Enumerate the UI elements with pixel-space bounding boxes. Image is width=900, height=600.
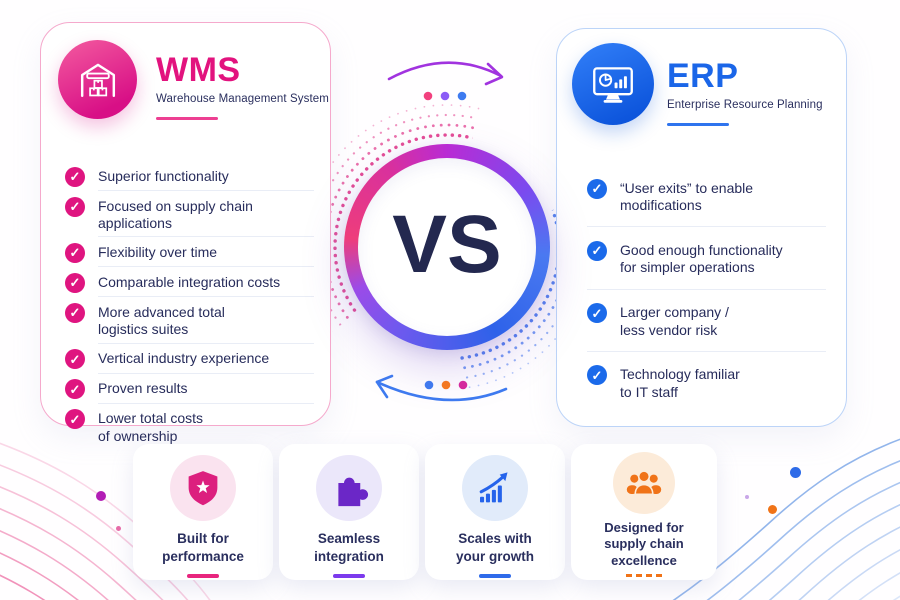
check-icon: ✓	[65, 379, 85, 399]
feature-label: Designed for supply chain excellence	[604, 520, 684, 568]
erp-title: ERP	[667, 57, 739, 95]
feature-label: Scales with your growth	[456, 531, 534, 564]
wms-item-text: Proven results	[98, 380, 188, 396]
vs-gradient-ring: VS	[344, 144, 550, 350]
blue-accent-dot	[790, 467, 801, 478]
purple-accent-dot	[96, 491, 106, 501]
warehouse-icon	[58, 40, 137, 119]
check-icon: ✓	[65, 242, 85, 263]
check-icon: ✓	[65, 166, 85, 187]
feature-card-performance: Built for performance	[133, 444, 273, 580]
feature-card-growth: Scales with your growth	[425, 444, 565, 580]
wms-item-text: Flexibility over time	[98, 243, 218, 260]
wms-list-item: ✓ Focused on supply chain applications	[65, 191, 314, 238]
check-icon: ✓	[65, 409, 85, 429]
check-icon: ✓	[65, 196, 85, 217]
wms-item-text: Lower total costs of ownership	[98, 410, 204, 444]
wms-list-item: ✓ Lower total costs of ownership	[65, 404, 314, 450]
erp-benefits-list: ✓ “User exits” to enable modifications ✓…	[587, 165, 826, 414]
erp-item-text: Larger company / less vendor risk	[620, 304, 729, 338]
people-icon	[613, 452, 675, 514]
feature-underline	[187, 574, 219, 578]
erp-item-text: “User exits” to enable modifications	[620, 179, 754, 214]
erp-monitor-icon	[572, 43, 654, 125]
vs-circle: VS	[358, 158, 536, 336]
dots-row-bottom	[424, 380, 468, 390]
wms-list-item: ✓ Flexibility over time	[65, 237, 314, 268]
check-icon: ✓	[587, 303, 607, 323]
wms-card: WMS Warehouse Management System ✓ Superi…	[40, 22, 331, 444]
swap-arrow-top-icon	[387, 61, 504, 86]
wms-item-text: Comparable integration costs	[98, 273, 281, 290]
check-icon: ✓	[65, 349, 85, 369]
wms-accent-underline	[156, 117, 218, 120]
erp-item-text: Good enough functionality for simpler op…	[620, 241, 783, 276]
feature-card-integration: Seamless integration	[279, 444, 419, 580]
erp-list-item: ✓ “User exits” to enable modifications	[587, 165, 826, 228]
feature-underline	[479, 574, 511, 578]
growth-chart-icon	[462, 455, 528, 521]
feature-label: Built for performance	[162, 531, 244, 564]
small-pink-accent-dot	[116, 526, 121, 531]
shield-star-icon	[170, 455, 236, 521]
wms-list-item: ✓ Vertical industry experience	[65, 344, 314, 374]
orange-accent-dot	[768, 505, 777, 514]
erp-item-text: Technology familiar to IT staff	[620, 366, 740, 400]
check-icon: ✓	[587, 365, 607, 386]
wms-subtitle: Warehouse Management System	[156, 93, 329, 105]
vs-label: VS	[392, 199, 502, 290]
wms-title: WMS	[156, 51, 241, 89]
check-icon: ✓	[587, 178, 607, 199]
feature-underline	[626, 573, 662, 577]
wms-list-item: ✓ Comparable integration costs	[65, 267, 314, 298]
dots-row-top	[423, 91, 467, 101]
erp-list-item: ✓ Larger company / less vendor risk	[587, 290, 826, 353]
wms-benefits-list: ✓ Superior functionality ✓ Focused on su…	[65, 161, 314, 450]
erp-list-item: ✓ Good enough functionality for simpler …	[587, 227, 826, 290]
wms-item-text: Superior functionality	[98, 167, 229, 184]
erp-card: ERP Enterprise Resource Planning ✓ “User…	[556, 28, 847, 427]
check-icon: ✓	[65, 302, 85, 323]
swap-arrow-bottom-icon	[375, 374, 508, 402]
wms-list-item: ✓ More advanced total logistics suites	[65, 297, 314, 344]
wms-item-text: Vertical industry experience	[98, 350, 270, 366]
feature-underline	[333, 574, 365, 578]
feature-card-supply-chain: Designed for supply chain excellence	[571, 444, 717, 580]
feature-label: Seamless integration	[314, 531, 384, 564]
wms-list-item: ✓ Superior functionality	[65, 161, 314, 191]
erp-accent-underline	[667, 123, 729, 126]
wms-item-text: More advanced total logistics suites	[98, 303, 225, 338]
wms-item-text: Focused on supply chain applications	[98, 197, 253, 232]
wms-list-item: ✓ Proven results	[65, 374, 314, 404]
erp-list-item: ✓ Technology familiar to IT staff	[587, 352, 826, 414]
erp-subtitle: Enterprise Resource Planning	[667, 99, 823, 111]
check-icon: ✓	[65, 272, 85, 293]
check-icon: ✓	[587, 240, 607, 261]
tiny-lilac-accent-dot	[745, 495, 749, 499]
puzzle-icon	[316, 455, 382, 521]
